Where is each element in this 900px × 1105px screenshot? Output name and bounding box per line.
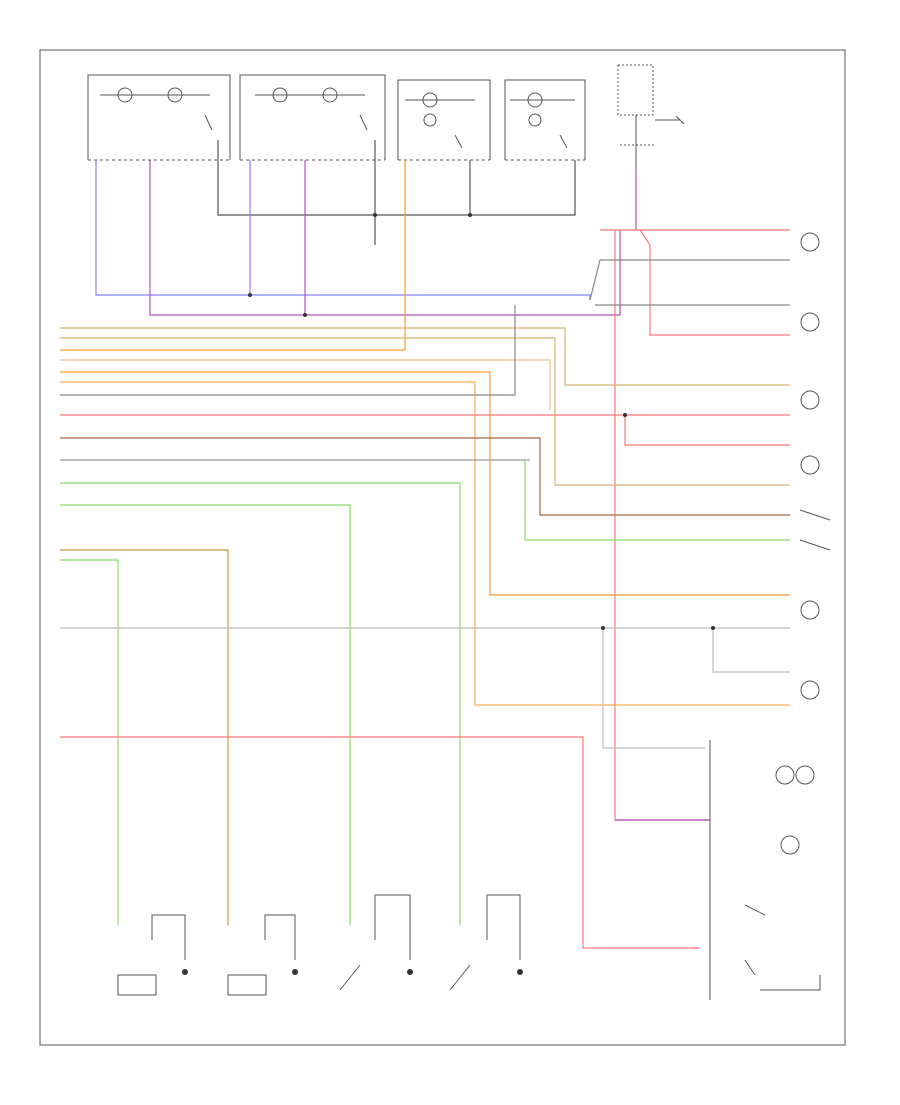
ground-dots xyxy=(182,969,523,975)
lamp-1 xyxy=(800,232,820,252)
bottom-switches xyxy=(117,213,715,996)
wire-green-1 xyxy=(60,482,461,925)
top-wires xyxy=(95,140,637,350)
switch-1 xyxy=(117,914,186,996)
junction-dots xyxy=(248,213,715,630)
right-front-door-lamp-box xyxy=(239,74,386,161)
wire-red-3 xyxy=(624,415,790,446)
right-lamps xyxy=(709,232,831,1000)
diagram-frame xyxy=(39,49,846,1046)
right-bus-wires xyxy=(589,229,790,821)
lamp-3 xyxy=(800,390,820,410)
wire-green-2 xyxy=(60,504,351,925)
wire-dark-1 xyxy=(217,140,576,216)
lamp-5 xyxy=(800,600,820,620)
lamp-4 xyxy=(800,455,820,475)
right-courtesy-lamp-box xyxy=(504,79,586,161)
switch-4 xyxy=(449,894,521,991)
lamp-9 xyxy=(780,835,800,855)
wire-brown-1 xyxy=(60,437,790,516)
wire-orange-3 xyxy=(60,371,790,596)
fuse-block xyxy=(617,64,685,225)
wire-red-4 xyxy=(60,736,700,949)
wire-tan-1 xyxy=(60,327,790,386)
wire-red-loop xyxy=(639,229,790,336)
wire-purple-1 xyxy=(149,160,621,316)
switch-2 xyxy=(227,914,296,996)
wire-gray-6 xyxy=(602,628,705,749)
top-component-boxes xyxy=(87,64,685,225)
wire-orange-4 xyxy=(60,381,790,706)
wire-gray-7 xyxy=(712,628,790,673)
wire-gray-1 xyxy=(589,259,790,301)
wire-blue-1 xyxy=(95,160,591,300)
wire-green-4 xyxy=(60,559,119,925)
left-front-door-lamp-box xyxy=(87,74,231,161)
wire-tan-2 xyxy=(60,337,790,486)
lamp-2 xyxy=(800,312,820,332)
left-courtesy-lamp-box xyxy=(397,79,491,161)
wire-red-vertical xyxy=(614,230,710,821)
lamp-7 xyxy=(775,765,795,785)
left-wire-bundle xyxy=(60,305,790,949)
switch-3 xyxy=(339,894,411,991)
lamp-8 xyxy=(795,765,815,785)
wire-green-3 xyxy=(524,460,790,541)
wire-brown-2 xyxy=(60,549,229,925)
lamp-6 xyxy=(800,680,820,700)
wire-tan-3 xyxy=(60,359,551,410)
wire-gray-3 xyxy=(60,305,516,396)
